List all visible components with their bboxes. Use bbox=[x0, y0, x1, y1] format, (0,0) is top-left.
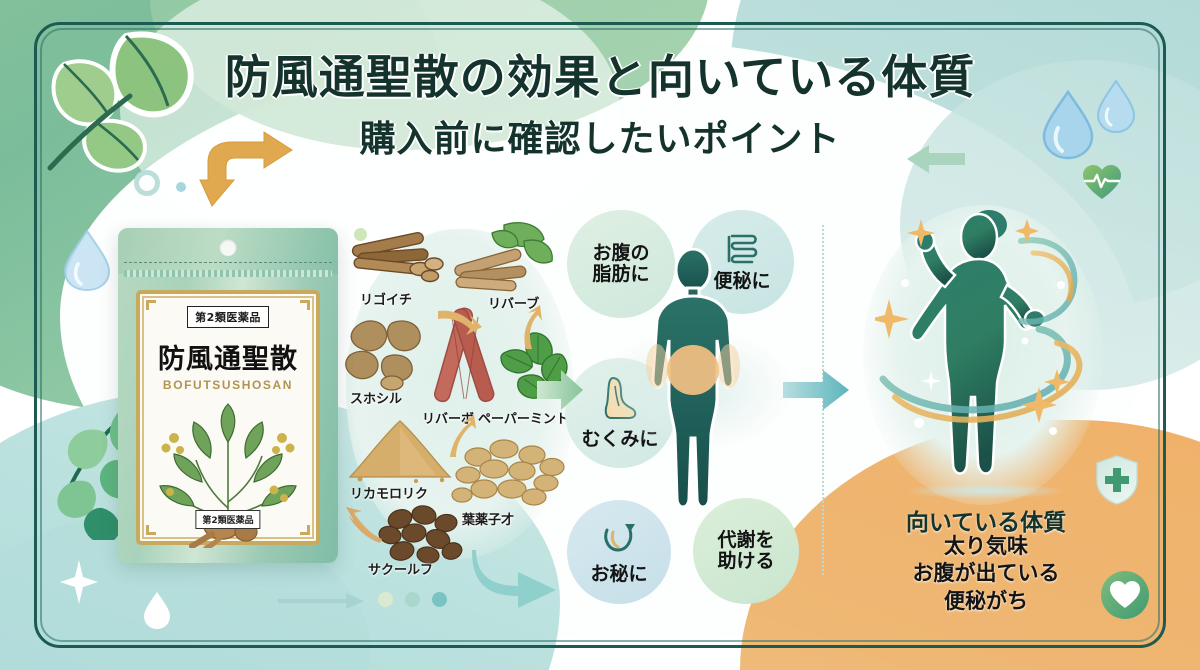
header: 防風通聖散の効果と向いている体質 購入前に確認したいポイント bbox=[0, 50, 1200, 162]
ingredient-image-rhubarb bbox=[448, 219, 556, 302]
label-corner-ornament bbox=[146, 300, 156, 310]
benefit-label-line1: 便秘に bbox=[713, 269, 771, 292]
arrow-left-green-icon bbox=[905, 142, 967, 181]
herb-illustration bbox=[148, 398, 308, 553]
benefit-circle-metabolism[interactable]: 代謝を 助ける bbox=[693, 498, 799, 604]
arrow-right-thin-icon bbox=[278, 592, 364, 615]
package-zipper bbox=[124, 270, 332, 277]
arrow-up-left-orange-icon bbox=[342, 505, 382, 550]
label-corner-ornament bbox=[300, 300, 310, 310]
water-droplet-icon bbox=[142, 590, 172, 630]
page-subtitle: 購入前に確認したいポイント bbox=[359, 118, 841, 160]
leaf-sprig-icon bbox=[34, 18, 204, 183]
ingredient-label: 葉薬子才 bbox=[462, 513, 515, 528]
deco-dot bbox=[176, 182, 186, 192]
benefit-label-line1: お腹の bbox=[592, 241, 650, 264]
ingredient-image-slices bbox=[448, 437, 568, 516]
benefit-label-line2: 助ける bbox=[717, 550, 775, 572]
heart-circle-icon bbox=[1100, 570, 1150, 625]
ingredient-image-powder bbox=[346, 417, 454, 488]
ingredient-image-red-sticks bbox=[426, 303, 506, 416]
bg-shape-white-soft bbox=[120, 0, 620, 260]
ingredient-label: スホシル bbox=[350, 392, 403, 407]
ingredient-label: リバーボ bbox=[422, 412, 475, 427]
flow-dot bbox=[405, 592, 420, 607]
ingredient-label: リゴイチ bbox=[360, 293, 413, 308]
water-droplet-icon bbox=[1040, 88, 1096, 160]
arrow-up-orange-icon bbox=[444, 415, 478, 464]
deco-dot bbox=[354, 228, 367, 241]
ingredient-label: サクールフ bbox=[368, 563, 434, 578]
ingredient-image-chunks bbox=[344, 315, 440, 396]
ingredient-label: リバーブ bbox=[488, 297, 540, 312]
result-trait-item: 太り気味 bbox=[944, 534, 1028, 558]
flow-dot bbox=[378, 592, 393, 607]
arrow-curved-teal-icon bbox=[470, 548, 560, 619]
figure-shadow bbox=[907, 483, 1065, 499]
label-corner-ornament bbox=[146, 525, 156, 535]
ingredient-image-rigoichi bbox=[348, 225, 448, 292]
benefit-label-line1: 代謝を bbox=[717, 528, 775, 551]
shield-cross-icon bbox=[1095, 455, 1139, 510]
arrow-right-teal-icon bbox=[783, 368, 849, 417]
product-romaji: BOFUTSUSHOSAN bbox=[162, 378, 294, 392]
product-name: 防風通聖散 bbox=[158, 344, 298, 375]
drug-class-badge: 第2類医薬品 bbox=[187, 306, 269, 328]
female-silhouette bbox=[869, 201, 1093, 506]
drug-class-badge-bottom: 第2類医薬品 bbox=[195, 510, 261, 529]
ingredients-panel: リゴイチ リバーブ bbox=[340, 215, 580, 590]
benefits-panel: お腹の 脂肪に 便秘に bbox=[537, 210, 849, 604]
water-droplet-icon bbox=[62, 228, 112, 292]
intestine-icon bbox=[723, 232, 761, 271]
benefit-label-line1: お秘に bbox=[590, 563, 648, 586]
page-title: 防風通聖散の効果と向いている体質 bbox=[224, 50, 976, 104]
ingredient-image-seeds bbox=[374, 505, 470, 572]
result-traits: 太り気味 お腹が出ている 便秘がち bbox=[845, 533, 1127, 615]
result-panel: 向いている体質 太り気味 お腹が出ている 便秘がち bbox=[845, 195, 1145, 615]
package-hang-hole bbox=[219, 239, 237, 256]
arrow-right-green-icon bbox=[537, 368, 583, 417]
water-droplet-icon bbox=[1095, 78, 1137, 133]
product-package[interactable]: 第2類医薬品 防風通聖散 BOFUTSUSHOSAN bbox=[118, 228, 338, 563]
heart-pulse-icon bbox=[1082, 165, 1122, 206]
benefit-circle-cycle[interactable]: お秘に bbox=[567, 500, 671, 604]
package-tear-line bbox=[124, 262, 332, 263]
result-title: 向いている体質 bbox=[905, 510, 1067, 536]
arrow-bent-orange-icon bbox=[196, 128, 296, 215]
benefit-label-line2: 脂肪に bbox=[592, 263, 650, 285]
cycle-arrow-icon bbox=[599, 518, 639, 561]
flow-progress-dots bbox=[378, 592, 447, 607]
result-trait-item: 便秘がち bbox=[944, 588, 1028, 613]
ingredient-image-peppermint bbox=[490, 327, 576, 414]
flow-dot bbox=[432, 592, 447, 607]
sparkle-icon bbox=[60, 560, 98, 609]
label-corner-ornament bbox=[300, 525, 310, 535]
ingredient-label: リカモロリク bbox=[350, 487, 429, 502]
benefit-circle-belly-fat[interactable]: お腹の 脂肪に bbox=[567, 210, 675, 318]
package-label: 第2類医薬品 防風通聖散 BOFUTSUSHOSAN bbox=[136, 290, 320, 551]
arrow-curve-orange-icon bbox=[436, 307, 484, 344]
ingredient-label: ペーパーミント bbox=[478, 412, 569, 427]
arrow-up-orange-icon bbox=[514, 305, 544, 354]
human-body-silhouette bbox=[637, 247, 749, 543]
deco-ring bbox=[134, 170, 160, 196]
result-trait-item: お腹が出ている bbox=[912, 561, 1060, 586]
